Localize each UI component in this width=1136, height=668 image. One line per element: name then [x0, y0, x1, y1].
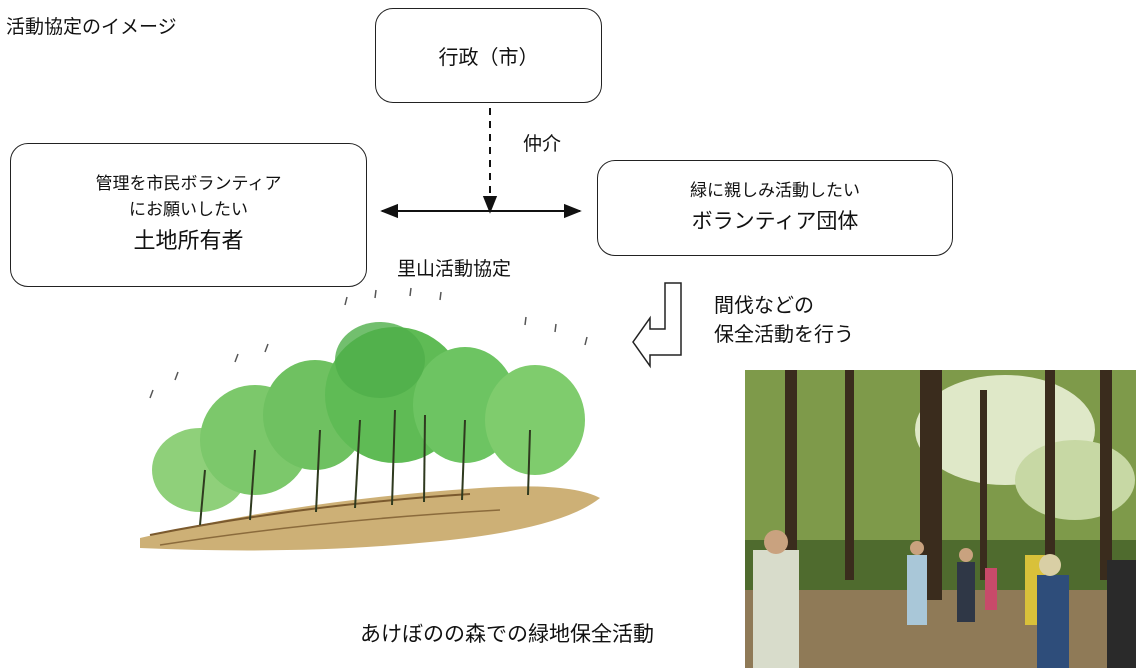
government-box: 行政（市）: [375, 8, 602, 103]
volunteer-line2: ボランティア団体: [691, 208, 859, 233]
landowner-box: 管理を市民ボランティア にお願いしたい 土地所有者: [10, 143, 367, 287]
mediation-label: 仲介: [523, 133, 562, 155]
landowner-line1: 管理を市民ボランティア: [95, 173, 282, 194]
photo-caption: あけぼのの森での緑地保全活動: [360, 622, 654, 646]
activity-label: 間伐などの 保全活動を行う: [714, 291, 854, 349]
landowner-line3: 土地所有者: [133, 229, 244, 255]
forest-illustration: [140, 287, 600, 551]
landowner-line2: にお願いしたい: [129, 199, 248, 220]
volunteer-box: 緑に親しみ活動したい ボランティア団体: [597, 160, 953, 256]
government-label: 行政（市）: [438, 45, 539, 69]
agreement-label: 里山活動協定: [397, 258, 512, 280]
volunteer-line1: 緑に親しみ活動したい: [690, 180, 860, 201]
diagram-title: 活動協定のイメージ: [6, 16, 177, 38]
forest-activity-photo: [745, 370, 1136, 668]
activity-arrow-icon: [632, 282, 682, 369]
activity-line1: 間伐などの: [714, 293, 814, 317]
activity-line2: 保全活動を行う: [714, 322, 854, 346]
